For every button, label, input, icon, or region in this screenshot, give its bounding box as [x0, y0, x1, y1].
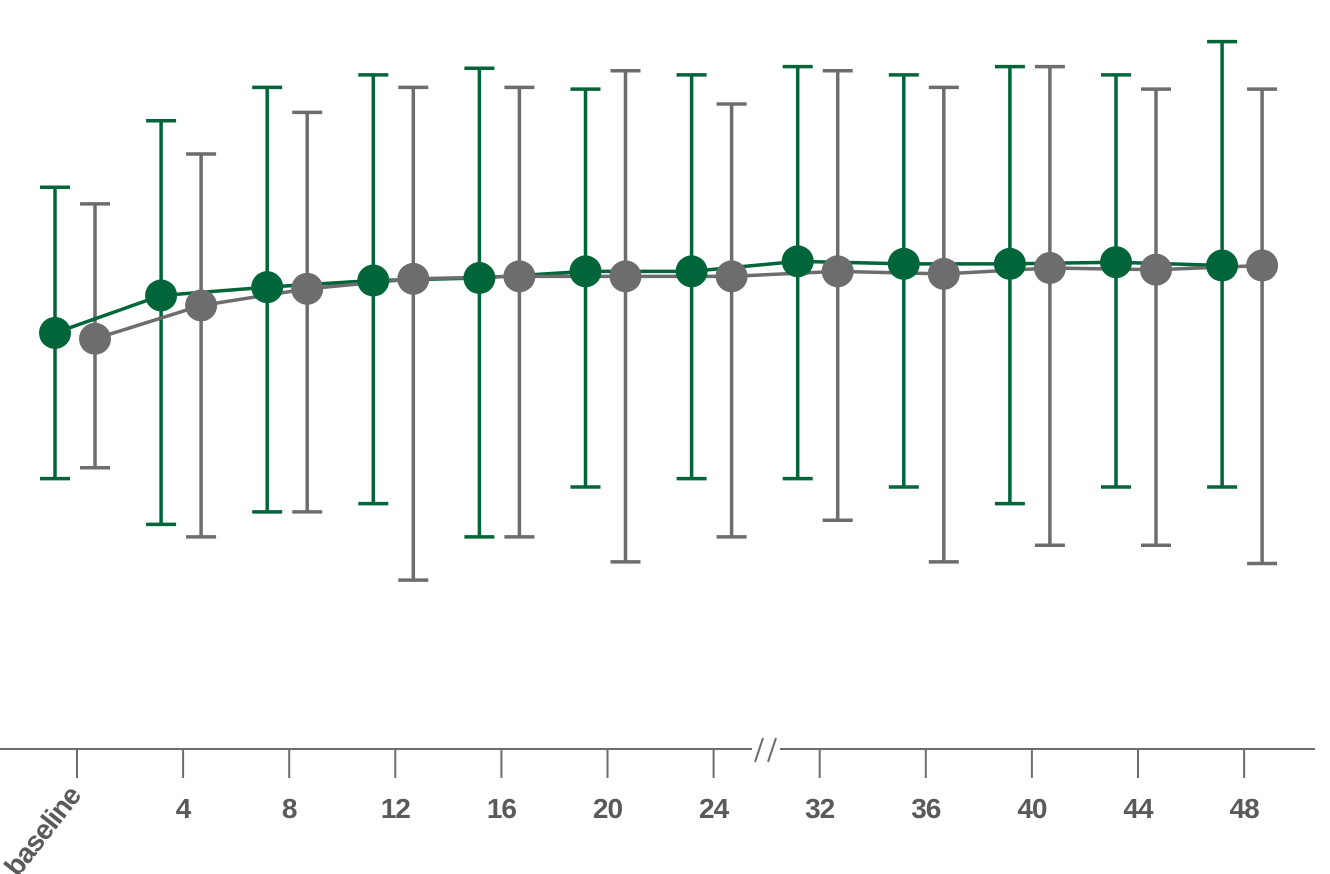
x-axis-ticks	[76, 749, 1246, 778]
x-tick-label: 12	[381, 793, 411, 824]
data-point	[1033, 252, 1066, 285]
data-point	[79, 322, 111, 355]
data-point	[291, 272, 324, 305]
x-tick-label: 40	[1017, 793, 1047, 824]
data-point	[887, 247, 920, 280]
x-tick-label: 32	[805, 793, 835, 824]
data-point	[715, 260, 748, 293]
data-point	[357, 264, 390, 297]
data-point	[993, 247, 1026, 280]
x-tick-label: 44	[1123, 793, 1154, 824]
data-point	[609, 260, 642, 293]
x-tick-label: 8	[282, 793, 297, 824]
data-point	[145, 279, 178, 312]
x-tick-label: 16	[487, 793, 517, 824]
x-tick-label: 24	[699, 793, 730, 824]
series-points	[39, 245, 1279, 355]
data-point	[927, 257, 960, 290]
data-point	[39, 316, 71, 349]
data-point	[1206, 249, 1239, 282]
data-point	[463, 262, 496, 295]
data-point	[569, 255, 602, 288]
x-tick-label: 48	[1230, 793, 1260, 824]
data-point	[185, 289, 218, 322]
data-point	[1246, 249, 1279, 282]
x-tick-label: 36	[911, 793, 941, 824]
series-lines	[54, 259, 1263, 341]
data-point	[821, 255, 854, 288]
axis-break-mark	[752, 737, 780, 763]
data-point	[1140, 253, 1172, 286]
x-tick-label: 4	[176, 793, 192, 824]
data-point	[675, 255, 708, 288]
data-point	[397, 262, 430, 295]
data-point	[251, 271, 284, 304]
x-tick-label: 20	[593, 793, 623, 824]
data-point	[781, 245, 814, 278]
data-point	[503, 260, 536, 293]
data-point	[1100, 246, 1132, 279]
series-layer	[39, 39, 1279, 582]
x-tick-label: baseline	[0, 780, 87, 874]
error-bars	[40, 39, 1278, 582]
